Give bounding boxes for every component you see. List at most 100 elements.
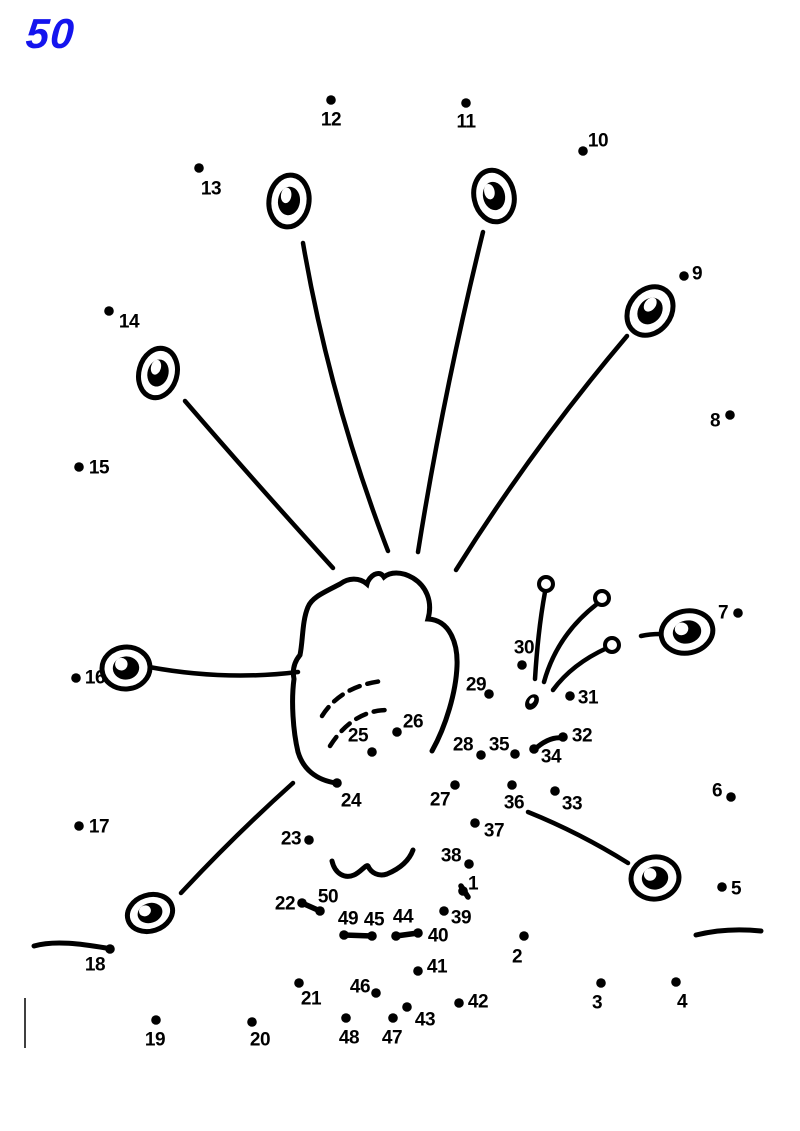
- tentacle-arm-line: [525, 809, 631, 866]
- sucker-ring-highlight: [643, 868, 657, 881]
- puzzle-dot-49[interactable]: [339, 930, 349, 940]
- puzzle-dot-34[interactable]: [529, 744, 539, 754]
- dot-label-1: 1: [468, 874, 479, 895]
- dot-label-32: 32: [572, 726, 592, 747]
- puzzle-dot-28[interactable]: [476, 750, 486, 760]
- dot-label-2: 2: [512, 947, 522, 968]
- puzzle-dot-4[interactable]: [671, 977, 681, 987]
- puzzle-dot-33[interactable]: [550, 786, 560, 796]
- puzzle-dot-31[interactable]: [565, 691, 575, 701]
- puzzle-dot-43[interactable]: [402, 1002, 412, 1012]
- puzzle-dot-5[interactable]: [717, 882, 727, 892]
- puzzle-dot-23[interactable]: [304, 835, 314, 845]
- dot-label-48: 48: [339, 1028, 359, 1049]
- dot-label-33: 33: [562, 794, 582, 815]
- puzzle-dot-18[interactable]: [105, 944, 115, 954]
- dot-label-7: 7: [718, 603, 728, 624]
- puzzle-dot-25[interactable]: [367, 747, 377, 757]
- puzzle-dot-15[interactable]: [74, 462, 84, 472]
- puzzle-dot-37[interactable]: [470, 818, 480, 828]
- puzzle-dot-12[interactable]: [326, 95, 336, 105]
- puzzle-dot-14[interactable]: [104, 306, 114, 316]
- dot-label-42: 42: [468, 992, 488, 1013]
- puzzle-dot-45[interactable]: [367, 931, 377, 941]
- puzzle-dot-36[interactable]: [507, 780, 517, 790]
- puzzle-dot-35[interactable]: [510, 749, 520, 759]
- dot-label-25: 25: [348, 726, 369, 747]
- puzzle-dot-29[interactable]: [484, 689, 494, 699]
- puzzle-dot-6[interactable]: [726, 792, 736, 802]
- dot-label-40: 40: [428, 926, 448, 947]
- sucker-ring-highlight: [484, 183, 495, 200]
- puzzle-dot-38[interactable]: [464, 859, 474, 869]
- dot-label-50: 50: [318, 887, 338, 908]
- dot-label-49: 49: [338, 909, 358, 930]
- sucker-ring-highlight: [115, 657, 128, 671]
- sucker-ring-highlight: [643, 297, 657, 312]
- tentacle-arm-line: [550, 645, 610, 693]
- puzzle-dot-20[interactable]: [247, 1017, 257, 1027]
- dot-label-41: 41: [427, 957, 448, 978]
- puzzle-dot-30[interactable]: [517, 660, 527, 670]
- dot-label-10: 10: [588, 131, 608, 152]
- body-outline: [290, 570, 460, 786]
- dot-label-16: 16: [85, 668, 105, 689]
- puzzle-dot-41[interactable]: [413, 966, 423, 976]
- puzzle-dot-17[interactable]: [74, 821, 84, 831]
- puzzle-dot-48[interactable]: [341, 1013, 351, 1023]
- dot-label-37: 37: [484, 821, 504, 842]
- mouth-curve: [329, 847, 416, 879]
- dot-label-15: 15: [89, 458, 110, 479]
- tentacle-arm-line: [300, 240, 391, 554]
- tentacle-tip-circle: [593, 589, 611, 607]
- dot-label-29: 29: [466, 675, 486, 696]
- sucker-ring-highlight: [674, 622, 689, 636]
- dot-label-14: 14: [119, 312, 140, 333]
- puzzle-dot-40[interactable]: [413, 928, 423, 938]
- puzzle-dot-11[interactable]: [461, 98, 471, 108]
- dot-label-12: 12: [321, 110, 341, 131]
- dot-label-47: 47: [382, 1028, 402, 1049]
- puzzle-dot-47[interactable]: [388, 1013, 398, 1023]
- puzzle-dot-8[interactable]: [725, 410, 735, 420]
- sucker-ring-highlight: [280, 187, 292, 204]
- sucker-ring-highlight: [150, 359, 162, 375]
- dot-label-28: 28: [453, 735, 473, 756]
- puzzle-dot-44[interactable]: [391, 931, 401, 941]
- puzzle-dot-3[interactable]: [596, 978, 606, 988]
- puzzle-dot-19[interactable]: [151, 1015, 161, 1025]
- dot-label-36: 36: [504, 793, 524, 814]
- puzzle-dot-10[interactable]: [578, 146, 588, 156]
- puzzle-dot-39[interactable]: [439, 906, 449, 916]
- dot-label-31: 31: [578, 688, 599, 709]
- dot-label-30: 30: [514, 638, 534, 659]
- puzzle-dot-13[interactable]: [194, 163, 204, 173]
- puzzle-dot-7[interactable]: [733, 608, 743, 618]
- dot-label-11: 11: [456, 112, 476, 133]
- puzzle-dot-26[interactable]: [392, 727, 402, 737]
- puzzle-dot-46[interactable]: [371, 988, 381, 998]
- puzzle-dot-1[interactable]: [458, 886, 468, 896]
- dot-label-39: 39: [451, 908, 471, 929]
- dot-label-24: 24: [341, 791, 362, 812]
- puzzle-dot-21[interactable]: [294, 978, 304, 988]
- dot-label-13: 13: [201, 179, 221, 200]
- puzzle-dot-22[interactable]: [297, 898, 307, 908]
- ground-line: [693, 927, 764, 938]
- dot-label-44: 44: [393, 907, 414, 928]
- puzzle-dot-50[interactable]: [315, 906, 325, 916]
- shell-ridge-line: [327, 707, 391, 749]
- dot-label-18: 18: [85, 955, 105, 976]
- dot-label-9: 9: [692, 264, 702, 285]
- puzzle-dot-24[interactable]: [332, 778, 342, 788]
- puzzle-dot-9[interactable]: [679, 271, 689, 281]
- puzzle-dot-32[interactable]: [558, 732, 568, 742]
- puzzle-dot-27[interactable]: [450, 780, 460, 790]
- dot-label-19: 19: [145, 1030, 165, 1051]
- tentacle-arm-line: [638, 631, 663, 639]
- puzzle-dot-42[interactable]: [454, 998, 464, 1008]
- puzzle-dot-2[interactable]: [519, 931, 529, 941]
- puzzle-dot-16[interactable]: [71, 673, 81, 683]
